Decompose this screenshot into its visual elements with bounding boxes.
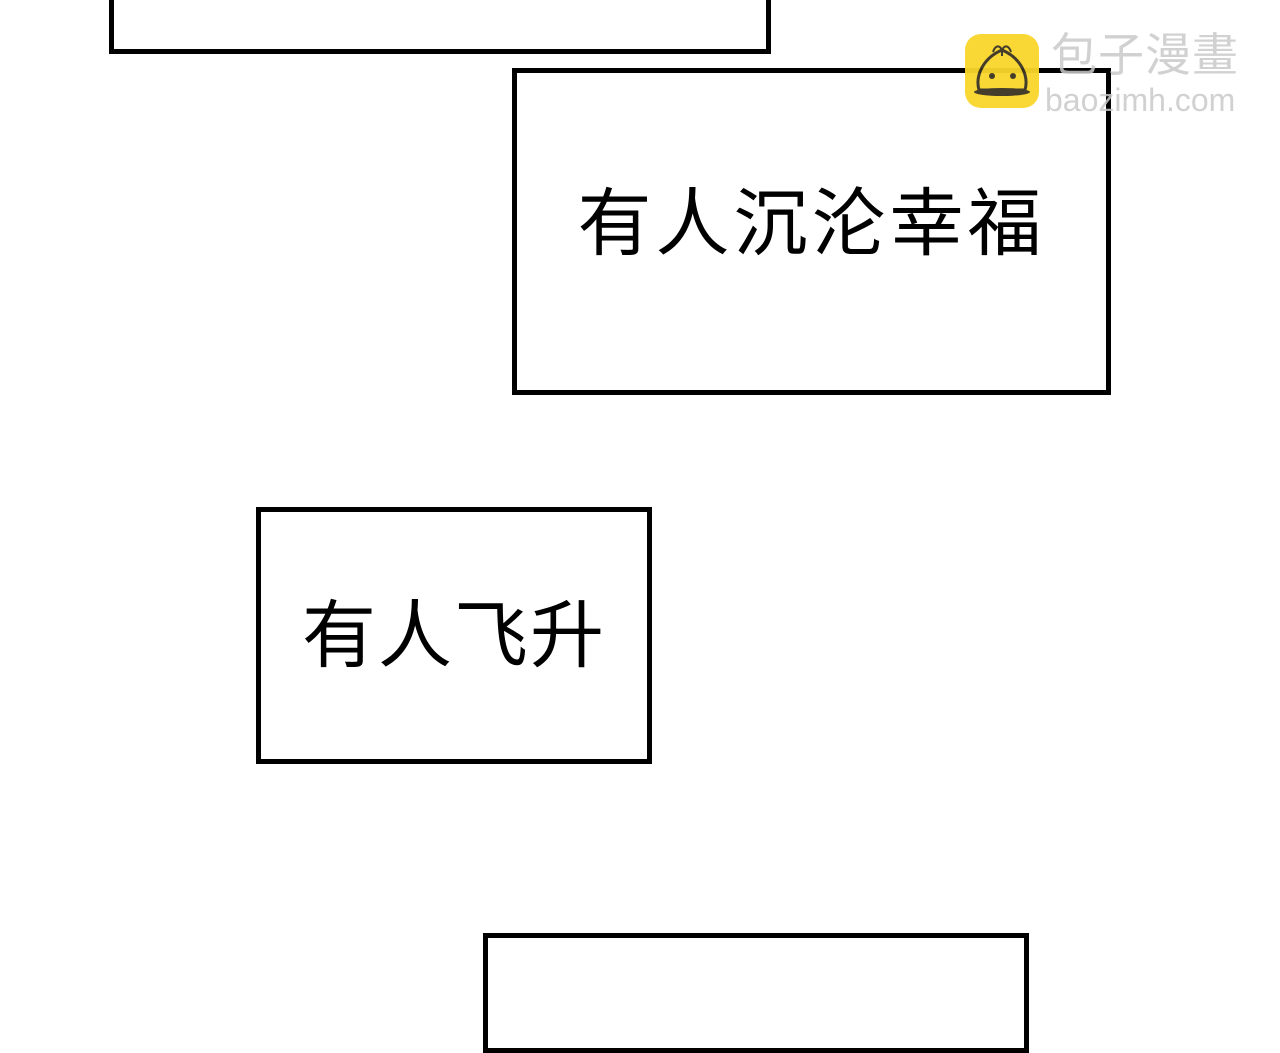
- comic-panel-caption-happiness: 有人沉沦幸福: [512, 68, 1111, 395]
- comic-panel-bottom: [483, 933, 1029, 1053]
- panel-caption: 有人沉沦幸福: [577, 180, 1046, 267]
- comic-panel-caption-ascend: 有人飞升: [256, 507, 652, 764]
- comic-panel-top: [109, 0, 771, 54]
- panel-caption: 有人飞升: [302, 592, 606, 679]
